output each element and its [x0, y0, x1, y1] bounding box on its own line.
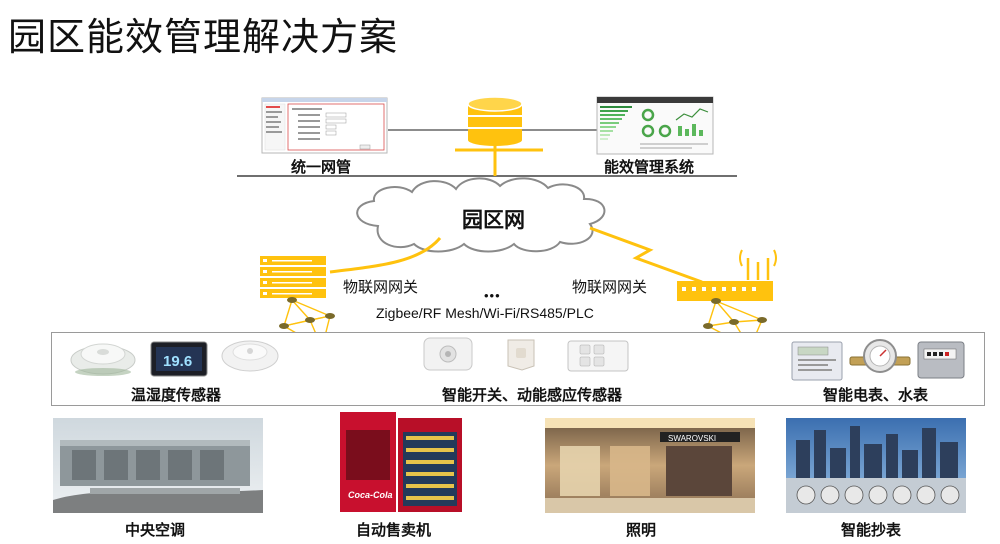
svg-text:19.6: 19.6	[163, 353, 192, 370]
database-icon	[455, 96, 543, 176]
campus-cloud	[356, 177, 606, 253]
motion-sensor-icon	[423, 337, 473, 371]
smart-switch-icon	[567, 340, 629, 372]
gateway-left-icon	[260, 256, 326, 298]
meter-label: 智能电表、水表	[823, 387, 929, 404]
gateway-right-label: 物联网网关	[572, 279, 648, 296]
vending-label: 自动售卖机	[356, 522, 432, 539]
gas-meter-icon	[917, 341, 965, 379]
hvac-photo	[53, 418, 263, 513]
lighting-photo: SWAROVSKI	[545, 418, 755, 513]
nms-screenshot	[261, 97, 388, 154]
temp-sensor-dome-icon	[70, 343, 136, 376]
protocol-list: Zigbee/RF Mesh/Wi-Fi/RS485/PLC	[376, 305, 594, 321]
page-title: 园区能效管理解决方案	[8, 17, 399, 59]
meter-reading-label: 智能抄表	[841, 522, 902, 539]
cloud-left-link	[329, 237, 442, 274]
gateway-left-label: 物联网网关	[343, 279, 419, 296]
gateway-right-icon	[677, 249, 777, 301]
nms-label: 统一网管	[291, 159, 352, 176]
hvac-label: 中央空调	[125, 522, 186, 539]
lighting-label: 照明	[626, 522, 657, 539]
ems-dashboard	[596, 96, 714, 155]
svg-text:SWAROVSKI: SWAROVSKI	[668, 434, 716, 443]
ellipsis: •••	[484, 288, 501, 303]
thermostat-icon: 19.6	[150, 341, 208, 377]
meter-reading-photo	[786, 418, 966, 513]
switch-motion-sensor-label: 智能开关、动能感应传感器	[442, 387, 623, 404]
corner-sensor-icon	[507, 339, 535, 371]
electric-meter-icon	[791, 341, 843, 381]
water-meter-icon	[849, 339, 911, 373]
wireless-link-icon	[589, 226, 703, 284]
temp-humidity-sensor-label: 温湿度传感器	[131, 387, 222, 404]
vending-machine-photo: Coca-Cola	[340, 412, 462, 512]
cloud-label: 园区网	[462, 209, 525, 232]
ems-label: 能效管理系统	[604, 159, 695, 176]
svg-text:Coca-Cola: Coca-Cola	[348, 490, 393, 500]
temp-sensor-round-icon	[221, 340, 279, 372]
